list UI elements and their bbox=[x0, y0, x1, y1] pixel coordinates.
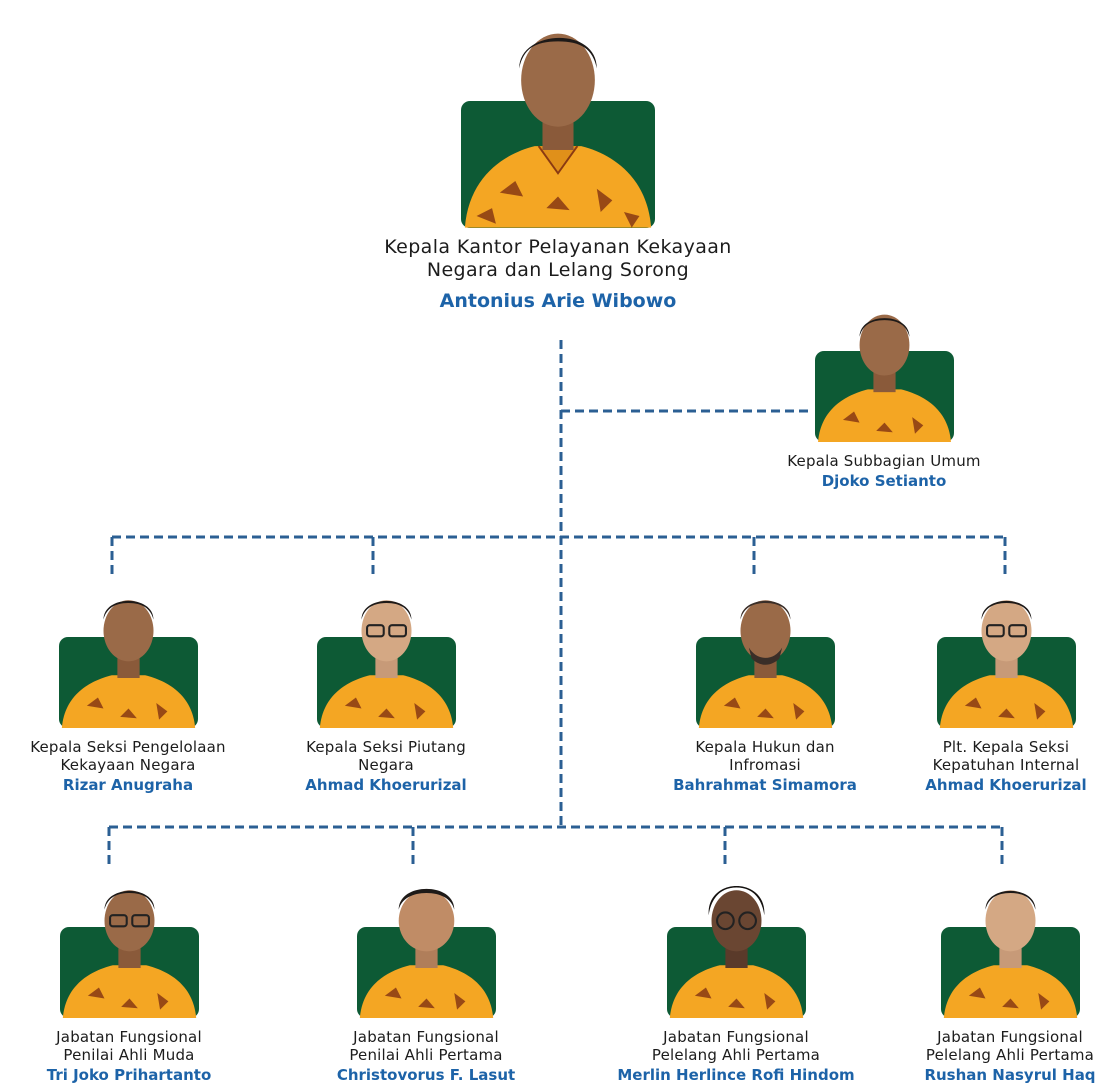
fungsional-role-line2: Penilai Ahli Pertama bbox=[349, 1046, 503, 1064]
seksi-node: Kepala Seksi Piutang Negara Ahmad Khoeru… bbox=[256, 578, 516, 795]
person-portrait-icon bbox=[669, 886, 803, 1018]
fungsional-role-line1: Jabatan Fungsional bbox=[937, 1028, 1083, 1046]
fungsional-name: Tri Joko Prihartanto bbox=[46, 1066, 212, 1084]
seksi-role-line2: Negara bbox=[358, 756, 414, 774]
seksi-photo bbox=[936, 578, 1076, 728]
fungsional-photo bbox=[59, 868, 199, 1018]
seksi-photo bbox=[695, 578, 835, 728]
fungsional-role-line2: Pelelang Ahli Pertama bbox=[925, 1046, 1095, 1064]
seksi-name: Ahmad Khoerurizal bbox=[925, 776, 1087, 794]
fungsional-node: Jabatan Fungsional Pelelang Ahli Pertama… bbox=[903, 868, 1117, 1085]
fungsional-photo bbox=[940, 868, 1080, 1018]
person-portrait-icon bbox=[359, 888, 493, 1018]
subbagian-photo bbox=[814, 298, 954, 442]
person-portrait-icon bbox=[61, 600, 195, 728]
seksi-photo bbox=[316, 578, 456, 728]
fungsional-role-line2: Pelelang Ahli Pertama bbox=[651, 1046, 821, 1064]
seksi-name: Bahrahmat Simamora bbox=[673, 776, 857, 794]
person-portrait-icon bbox=[698, 600, 832, 728]
seksi-role-line1: Kepala Hukun dan bbox=[695, 738, 835, 756]
head-node: Kepala Kantor Pelayanan Kekayaan Negara … bbox=[308, 6, 808, 314]
fungsional-photo bbox=[666, 868, 806, 1018]
head-photo bbox=[461, 6, 655, 228]
fungsional-name: Christovorus F. Lasut bbox=[336, 1066, 516, 1084]
person-portrait-icon bbox=[464, 33, 652, 228]
fungsional-role-line1: Jabatan Fungsional bbox=[353, 1028, 499, 1046]
person-portrait-icon bbox=[943, 890, 1077, 1018]
seksi-name: Ahmad Khoerurizal bbox=[305, 776, 467, 794]
person-portrait-icon bbox=[319, 600, 453, 728]
fungsional-photo bbox=[356, 868, 496, 1018]
seksi-node: Kepala Hukun dan Infromasi Bahrahmat Sim… bbox=[634, 578, 896, 795]
seksi-node: Plt. Kepala Seksi Kepatuhan Internal Ahm… bbox=[896, 578, 1116, 795]
fungsional-role-line1: Jabatan Fungsional bbox=[56, 1028, 202, 1046]
subbagian-role: Kepala Subbagian Umum bbox=[787, 452, 981, 470]
head-name: Antonius Arie Wibowo bbox=[439, 290, 677, 312]
seksi-role-line2: Kekayaan Negara bbox=[60, 756, 196, 774]
seksi-role-line2: Kepatuhan Internal bbox=[932, 756, 1080, 774]
seksi-role-line1: Kepala Seksi Pengelolaan bbox=[30, 738, 226, 756]
subbagian-node: Kepala Subbagian Umum Djoko Setianto bbox=[734, 298, 1034, 491]
seksi-role-line1: Kepala Seksi Piutang bbox=[306, 738, 466, 756]
person-portrait-icon bbox=[62, 890, 196, 1018]
head-role-line2: Negara dan Lelang Sorong bbox=[426, 259, 690, 281]
seksi-name: Rizar Anugraha bbox=[62, 776, 194, 794]
fungsional-node: Jabatan Fungsional Penilai Ahli Muda Tri… bbox=[4, 868, 254, 1085]
fungsional-node: Jabatan Fungsional Penilai Ahli Pertama … bbox=[296, 868, 556, 1085]
fungsional-role-line1: Jabatan Fungsional bbox=[663, 1028, 809, 1046]
head-role-line1: Kepala Kantor Pelayanan Kekayaan bbox=[384, 236, 732, 258]
person-portrait-icon bbox=[817, 314, 951, 442]
fungsional-role-line2: Penilai Ahli Muda bbox=[63, 1046, 195, 1064]
subbagian-name: Djoko Setianto bbox=[821, 472, 947, 490]
fungsional-name: Merlin Herlince Rofi Hindom bbox=[617, 1066, 855, 1084]
person-portrait-icon bbox=[939, 600, 1073, 728]
fungsional-node: Jabatan Fungsional Pelelang Ahli Pertama… bbox=[606, 868, 866, 1085]
seksi-role-line2: Infromasi bbox=[729, 756, 801, 774]
fungsional-name: Rushan Nasyrul Haq bbox=[924, 1066, 1096, 1084]
seksi-node: Kepala Seksi Pengelolaan Kekayaan Negara… bbox=[0, 578, 259, 795]
seksi-photo bbox=[58, 578, 198, 728]
seksi-role-line1: Plt. Kepala Seksi bbox=[942, 738, 1070, 756]
